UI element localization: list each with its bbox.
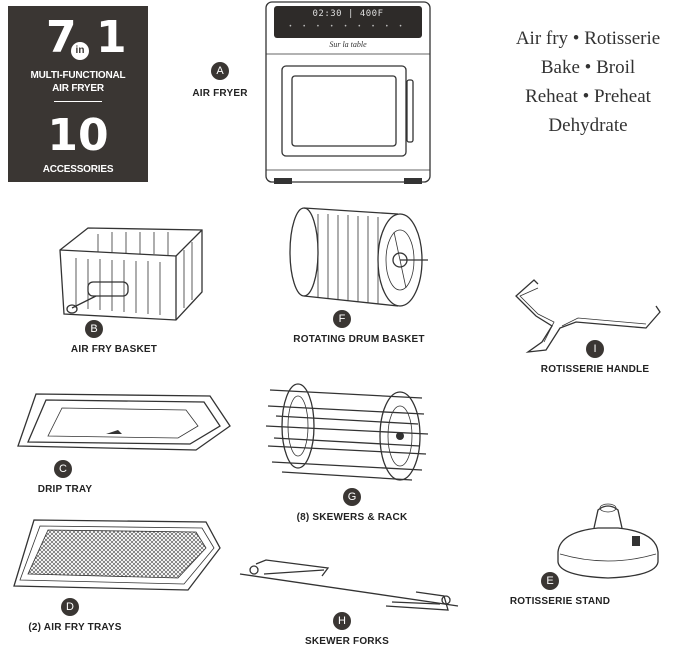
label-skewers-rack: (8) SKEWERS & RACK (296, 512, 408, 523)
rotating-drum-basket-illustration (289, 207, 428, 307)
badge-b: B (85, 320, 103, 338)
fryer-display: 02:30 | 400F (312, 9, 384, 19)
label-air-fry-trays: (2) AIR FRY TRAYS (28, 622, 122, 633)
label-rotisserie-handle: ROTISSERIE HANDLE (540, 364, 650, 375)
rotisserie-handle-illustration (515, 279, 661, 353)
label-drip-tray: DRIP TRAY (37, 484, 93, 495)
brand-box: 7 in 1 MULTI-FUNCTIONAL AIR FRYER 10 ACC… (8, 6, 148, 182)
skewers-rack-illustration (265, 383, 429, 481)
skewer-forks-illustration (239, 559, 459, 611)
accessory-count: 10 (47, 110, 109, 161)
accessory-label: ACCESSORIES (42, 164, 114, 175)
fryer-brand-logo: Sur la table (329, 40, 367, 49)
badge-h: H (333, 612, 351, 630)
label-air-fryer: AIR FRYER (192, 88, 248, 99)
label-rotisserie-stand: ROTISSERIE STAND (509, 596, 611, 607)
modes-line-1: Air fry • Rotisserie (515, 28, 661, 49)
air-fryer-illustration (265, 1, 431, 184)
label-rotating-drum-basket: ROTATING DRUM BASKET (293, 334, 425, 345)
label-skewer-forks: SKEWER FORKS (304, 636, 390, 647)
brand-line-1: MULTI-FUNCTIONAL (30, 70, 126, 81)
seven-in-one-mark: 7 in 1 (8, 16, 148, 64)
cooking-modes: Air fry • Rotisserie Bake • Broil Reheat… (500, 24, 676, 140)
brand-divider (54, 101, 102, 102)
badge-c: C (54, 460, 72, 478)
badge-a: A (211, 62, 229, 80)
brand-line-2: AIR FRYER (52, 83, 104, 94)
modes-line-3: Reheat • Preheat (525, 86, 651, 107)
brand-in-badge: in (71, 42, 89, 60)
label-air-fry-basket: AIR FRY BASKET (70, 344, 158, 355)
air-fry-basket-illustration (59, 227, 203, 321)
air-fry-trays-illustration (13, 519, 221, 591)
fryer-control-row: • • • • • • • • • (289, 24, 407, 30)
modes-line-2: Bake • Broil (540, 57, 636, 78)
drip-tray-illustration (17, 393, 231, 451)
badge-d: D (61, 598, 79, 616)
brand-number-right: 1 (96, 12, 127, 63)
badge-f: F (333, 310, 351, 328)
rotisserie-stand-illustration (557, 503, 659, 579)
modes-line-4: Dehydrate (548, 115, 628, 136)
badge-i: I (586, 340, 604, 358)
badge-e: E (541, 572, 559, 590)
badge-g: G (343, 488, 361, 506)
